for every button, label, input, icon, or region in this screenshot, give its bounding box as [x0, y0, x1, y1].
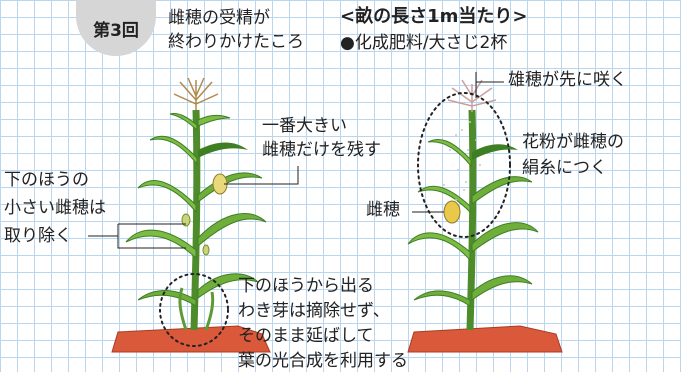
label-suckers-1: 下のほうから出る [238, 276, 374, 296]
label-largest-ear-2: 雌穂だけを残す [262, 140, 381, 160]
label-suckers-2: わき芽は摘除せず、 [238, 301, 390, 321]
label-pollen-2: 絹糸につく [522, 158, 607, 178]
label-small-ears-1: 下のほうの [4, 170, 89, 190]
label-small-ears-3: 取り除く [4, 226, 72, 246]
soil-bed-right [407, 325, 563, 353]
left-corn-plant [125, 77, 267, 331]
leader-largest-ear [224, 166, 299, 185]
soil-bed-left [111, 325, 271, 353]
ridge-title: <畝の長さ1m当たり> [340, 6, 528, 27]
stage-line-2: 終わりかけたころ [168, 32, 304, 52]
label-largest-ear-1: 一番大きい [262, 116, 347, 136]
right-corn-plant [407, 79, 539, 331]
label-ear: 雌穂 [366, 200, 400, 220]
fertilizer-amount: ●化成肥料/大さじ2杯 [340, 33, 508, 53]
leader-small-ears [88, 223, 186, 249]
session-number: 第3回 [93, 21, 139, 41]
leader-tassel [475, 72, 504, 98]
label-suckers-4: 葉の光合成を利用する [238, 351, 408, 371]
stage-line-1: 雌穂の受精が [168, 8, 270, 28]
pollination-highlight-circle [417, 92, 511, 238]
label-small-ears-2: 小さい雌穂は [4, 198, 106, 218]
sucker-highlight-circle [159, 273, 229, 347]
label-tassel: 雄穂が先に咲く [508, 70, 627, 90]
label-suckers-3: そのまま延ばして [238, 326, 374, 346]
label-pollen-1: 花粉が雌穂の [522, 132, 624, 152]
